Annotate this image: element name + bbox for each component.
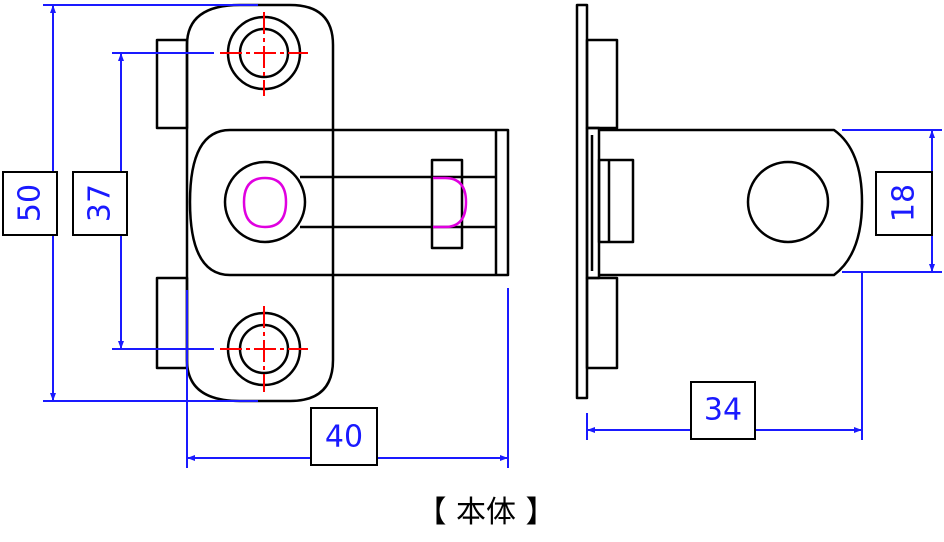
centerlines	[220, 12, 308, 392]
dim-37-box	[72, 171, 128, 236]
dim-37-arrow-bottom	[118, 341, 124, 349]
side-dimensions	[586, 129, 942, 440]
side-latch-outline	[599, 128, 864, 277]
front-dimension-arrows	[50, 5, 508, 461]
side-view	[575, 3, 864, 400]
dim-18-box	[875, 171, 933, 236]
drawing-caption: 【 本体 】	[416, 495, 555, 530]
dim-37-arrow-top	[118, 53, 124, 61]
front-view	[155, 3, 510, 403]
dim-50-text: 50	[13, 184, 48, 222]
dim-40-arrow-left	[187, 455, 195, 461]
slot-guide-right	[433, 176, 468, 229]
dim-40-box	[310, 407, 378, 466]
dim-37-text: 37	[83, 184, 118, 222]
dim-40-arrow-right	[500, 455, 508, 461]
dim-34-box	[690, 381, 756, 440]
front-dimension-labels: 50 37 40	[2, 171, 378, 466]
dim-18-arrow-bottom	[929, 264, 935, 272]
latch-outline	[188, 128, 510, 277]
latch-hole	[223, 160, 307, 244]
dim-50-box	[2, 171, 58, 236]
upper-tab	[155, 38, 189, 130]
dim-50-arrow-top	[50, 5, 56, 13]
dim-40-text: 40	[325, 420, 363, 455]
side-dimension-arrows	[587, 130, 935, 433]
side-upper-tab	[585, 38, 619, 130]
dim-18-arrow-top	[929, 130, 935, 138]
dim-18-text: 18	[887, 184, 922, 222]
dim-34-arrow-left	[587, 427, 595, 433]
dim-34-arrow-right	[854, 427, 862, 433]
base-plate-outline	[185, 3, 335, 403]
dim-50-arrow-bottom	[50, 393, 56, 401]
slot-guide	[242, 176, 468, 229]
side-flange	[575, 3, 589, 400]
dim-34-text: 34	[704, 393, 742, 428]
lower-tab	[155, 276, 189, 370]
side-knob	[597, 158, 635, 244]
side-lower-tab	[585, 276, 619, 370]
side-dimension-labels: 34 18	[690, 171, 933, 440]
latch-knob	[430, 158, 464, 250]
slot-guide-left	[242, 176, 288, 229]
side-latch-hole	[746, 160, 830, 244]
